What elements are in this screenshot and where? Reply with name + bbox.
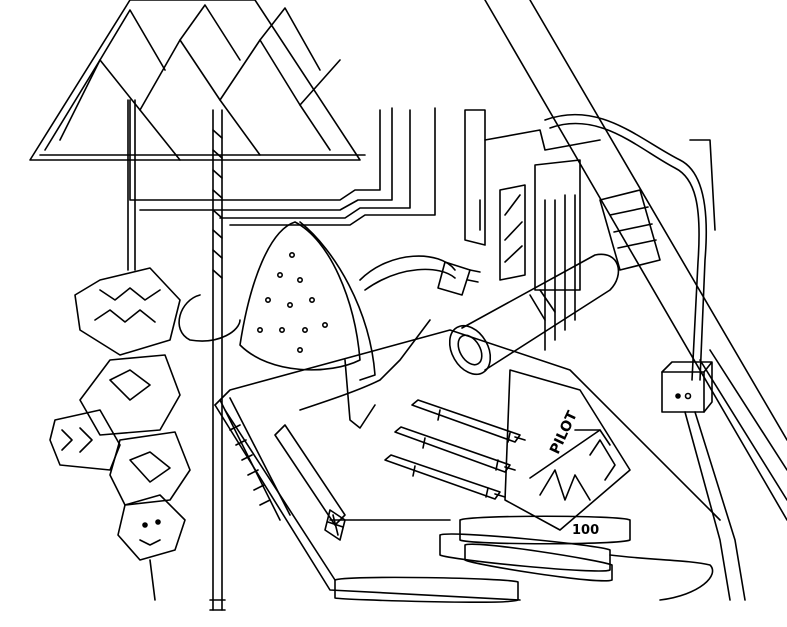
diagonal-pole — [484, 0, 787, 521]
lamp-shade-icon — [29, 0, 366, 161]
window-frame — [129, 99, 436, 226]
ironing-board — [214, 329, 721, 601]
power-switch-icon — [661, 361, 746, 601]
vertical-poles — [209, 109, 226, 611]
cable — [544, 113, 716, 381]
paper-lantern-icon — [49, 99, 191, 601]
marker-pen-icon — [384, 399, 526, 500]
pen-case — [504, 369, 631, 531]
pen-case-brand: PILOT — [547, 408, 581, 456]
clothes-iron-icon — [178, 221, 376, 429]
paint-roller-icon — [334, 515, 714, 603]
door-post — [464, 109, 601, 351]
roller-number: 100 — [572, 523, 599, 538]
power-plug-icon — [299, 255, 481, 411]
paper-roll-icon — [448, 253, 620, 376]
long-cylinder — [274, 424, 346, 541]
